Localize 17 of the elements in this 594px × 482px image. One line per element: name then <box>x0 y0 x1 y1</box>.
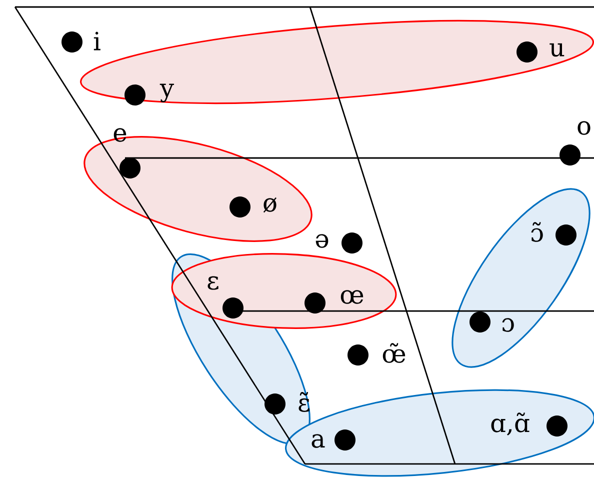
group-ellipse <box>285 389 594 477</box>
vowel-symbol: ə <box>316 234 328 248</box>
vowel-symbol: ɑ,ɑ̃ <box>491 412 530 436</box>
group-ellipse <box>171 253 397 329</box>
vowel-symbol: ø <box>263 197 276 213</box>
vowel-symbol: a <box>312 434 325 448</box>
vowel-symbol: i <box>94 32 100 50</box>
group-ellipse <box>80 20 594 104</box>
vowel-symbol: o <box>578 121 590 135</box>
vowel-symbol: y <box>160 84 174 102</box>
vowel-symbol: œ̃ <box>382 343 406 363</box>
group-ellipse <box>452 188 590 368</box>
vowel-symbol: œ <box>340 290 364 304</box>
vowel-symbol: ɔ <box>502 318 514 332</box>
vowel-symbol: ɛ <box>208 276 218 290</box>
vowel-symbol: u <box>550 43 564 57</box>
vowel-symbol: ɔ̃ <box>531 222 543 242</box>
